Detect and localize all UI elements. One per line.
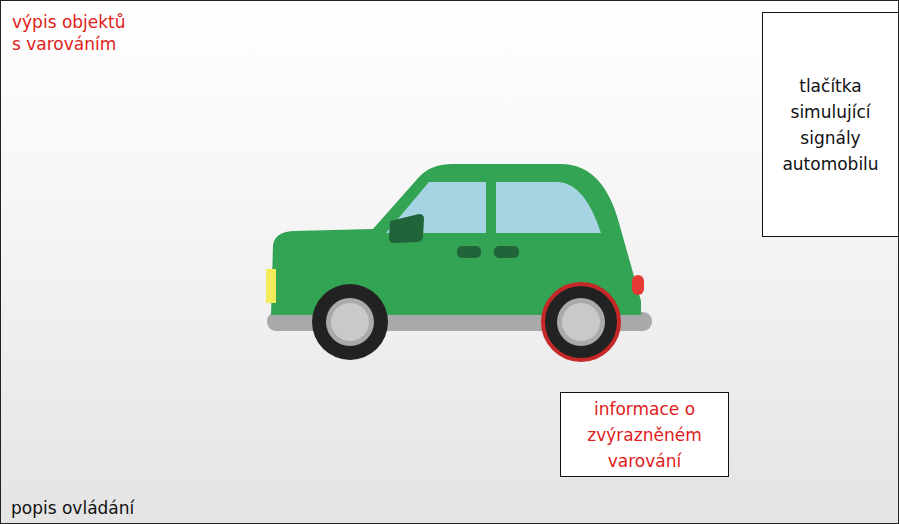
controls-label: popis ovládání — [11, 497, 311, 519]
wheel — [312, 284, 388, 360]
rear-window — [496, 182, 601, 233]
box-text: informace o zvýrazněném varování — [561, 396, 728, 474]
door-handle — [494, 246, 519, 258]
wheel-hub — [331, 303, 369, 341]
warning-info-box: informace o zvýrazněném varování — [560, 392, 729, 477]
box-text: tlačítka simulující signály automobilu — [763, 73, 898, 177]
wheel-rim — [326, 298, 374, 346]
tail-light — [632, 275, 644, 295]
object-list-label: výpis objektů s varováním — [12, 11, 130, 55]
headlight — [266, 269, 276, 303]
door-handle — [457, 246, 481, 258]
side-mirror — [389, 214, 424, 243]
wheel-hub — [562, 303, 600, 341]
highlighted-wheel — [543, 284, 619, 360]
control-buttons-box: tlačítka simulující signály automobilu — [762, 12, 899, 237]
wheel-rim — [557, 298, 605, 346]
